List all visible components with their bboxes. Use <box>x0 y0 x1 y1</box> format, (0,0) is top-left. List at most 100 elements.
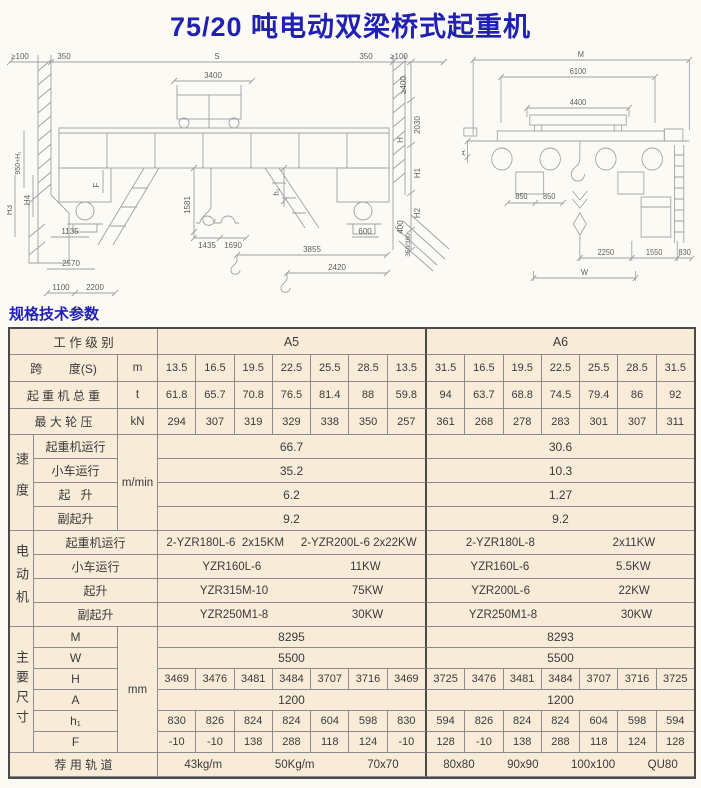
header-group-a6: A6 <box>427 329 694 355</box>
dim-label-h3: H3 <box>7 204 14 215</box>
dim-label-h4: H4 <box>23 194 32 205</box>
row-label-span: 跨 度(S) <box>10 355 118 382</box>
dim-m-a5: 8295 <box>158 627 427 648</box>
row-label-wheel-load: 最 大 轮 压 <box>10 409 118 435</box>
dim-label-2420: 2420 <box>328 263 346 272</box>
row-label-weight: 起 重 机 总 重 <box>10 382 118 409</box>
dim-label-1581: 1581 <box>183 196 192 214</box>
header-group-a5: A5 <box>158 329 427 355</box>
dim-label-2570: 2570 <box>62 259 80 268</box>
dim-label-ge100-right: ≥100 <box>390 52 408 61</box>
dim-label-1135: 1135 <box>61 227 79 236</box>
section-label-dimensions: 主要尺寸 <box>10 627 34 753</box>
row-unit-weight: t <box>118 382 158 409</box>
dim-label-2250: 2250 <box>598 248 614 257</box>
dim-label-2030: 2030 <box>413 116 422 134</box>
dim-w-a6: 5500 <box>427 648 694 669</box>
speed-a5: 35.2 <box>158 459 427 483</box>
dim-a-a5: 1200 <box>158 690 427 711</box>
rail-row-label: 荐 用 轨 道 <box>10 753 158 777</box>
motor-row-label: 起重机运行 <box>34 531 158 555</box>
speed-a6: 30.6 <box>427 435 694 459</box>
speed-row-label: 小车运行 <box>34 459 118 483</box>
dim-label-h-small: h₁ <box>272 188 281 195</box>
dims-unit: mm <box>118 627 158 753</box>
technical-drawings: ≥100 350 S 350 ≥100 3400 ≥400 2030 H H1 … <box>0 45 701 299</box>
dim-label-4400: 4400 <box>570 98 586 107</box>
dim-label-span-s: S <box>214 52 219 61</box>
dim-label-1550: 1550 <box>646 248 662 257</box>
dim-label-850-a: 850 <box>515 192 527 201</box>
trolley-end-view-drawing: M 6100 4400 A 850 850 2250 1550 830 W <box>462 50 694 282</box>
dim-a-a6: 1200 <box>427 690 694 711</box>
spec-section-heading: 规格技术参数 <box>9 306 100 323</box>
motor-row-label: 小车运行 <box>34 555 158 579</box>
table-row-weight: 起 重 机 总 重 t 61.8 65.7 70.8 76.5 81.4 88 … <box>10 382 694 409</box>
dim-label-1690: 1690 <box>224 241 242 250</box>
dim-row-label: M <box>34 627 118 648</box>
table-header-row: 工 作 级 别 A5 A6 <box>10 329 694 355</box>
row-unit-span: m <box>118 355 158 382</box>
dim-label-3855: 3855 <box>303 245 321 254</box>
dim-h1-row: 830 826 824 824 604 598 830 594 826 824 … <box>158 711 694 732</box>
dim-label-h2: H2 <box>413 207 422 218</box>
motor-section: 电动机 起重机运行 小车运行 起升 副起升 2-YZR180L-6 2x15KM… <box>10 531 694 627</box>
dim-label-400: 400 <box>396 220 405 234</box>
speed-a6: 9.2 <box>427 507 694 531</box>
spec-table: 工 作 级 别 A5 A6 跨 度(S) m 13.5 16.5 19.5 22… <box>8 327 696 779</box>
dim-label-f: F <box>92 182 101 187</box>
header-work-class: 工 作 级 别 <box>10 329 158 355</box>
dim-m-a6: 8293 <box>427 627 694 648</box>
dim-row-label: A <box>34 690 118 711</box>
motor-row-label: 起升 <box>34 579 158 603</box>
dim-label-850-b: 850 <box>543 192 555 201</box>
dim-label-350-right: 350 <box>359 52 373 61</box>
dim-w-a5: 5500 <box>158 648 427 669</box>
dim-label-1435: 1435 <box>198 241 216 250</box>
dim-label-3400: 3400 <box>204 71 222 80</box>
dim-f-row: -10 -10 138 288 118 124 -10 128 -10 138 … <box>158 732 694 753</box>
dim-label-600: 600 <box>358 227 372 236</box>
dim-label-m: M <box>578 50 584 59</box>
speed-a5: 66.7 <box>158 435 427 459</box>
rail-a6: 80x80 90x90 100x100 QU80 <box>427 753 694 777</box>
dim-label-830: 830 <box>679 248 691 257</box>
motor-row-label: 副起升 <box>34 603 158 627</box>
speed-unit: m/min <box>118 435 158 531</box>
speed-a6: 1.27 <box>427 483 694 507</box>
dim-label-a: A <box>462 149 467 155</box>
dim-row-label: F <box>34 732 118 753</box>
crane-front-view-drawing: ≥100 350 S 350 ≥100 3400 ≥400 2030 H H1 … <box>7 52 450 297</box>
dim-label-950-h: 950+H₁ <box>15 151 22 175</box>
end-view-labels: M 6100 4400 A 850 850 2250 1550 830 W <box>462 50 691 277</box>
dim-label-ge100-left: ≥100 <box>11 52 29 61</box>
dim-row-label: W <box>34 648 118 669</box>
dim-label-1100: 1100 <box>52 283 70 292</box>
table-row-span: 跨 度(S) m 13.5 16.5 19.5 22.5 25.5 28.5 1… <box>10 355 694 382</box>
speed-a6: 10.3 <box>427 459 694 483</box>
table-row-wheel-load: 最 大 轮 压 kN 294 307 319 329 338 350 257 3… <box>10 409 694 435</box>
front-view-geometry <box>7 55 450 297</box>
section-label-speed: 速度 <box>10 435 34 531</box>
dim-label-350-left: 350 <box>57 52 71 61</box>
speed-row-label: 副起升 <box>34 507 118 531</box>
dim-label-h: H <box>396 137 405 143</box>
speed-a5: 9.2 <box>158 507 427 531</box>
rail-row: 荐 用 轨 道 43kg/m 50Kg/m 70x70 80x80 90x90 … <box>10 753 694 777</box>
speed-a5: 6.2 <box>158 483 427 507</box>
speed-row-label: 起重机运行 <box>34 435 118 459</box>
page-title: 75/20 吨电动双梁桥式起重机 <box>169 12 532 42</box>
speed-row-label: 起 升 <box>34 483 118 507</box>
dim-row-label: h₁ <box>34 711 118 732</box>
rail-a5: 43kg/m 50Kg/m 70x70 <box>158 753 427 777</box>
